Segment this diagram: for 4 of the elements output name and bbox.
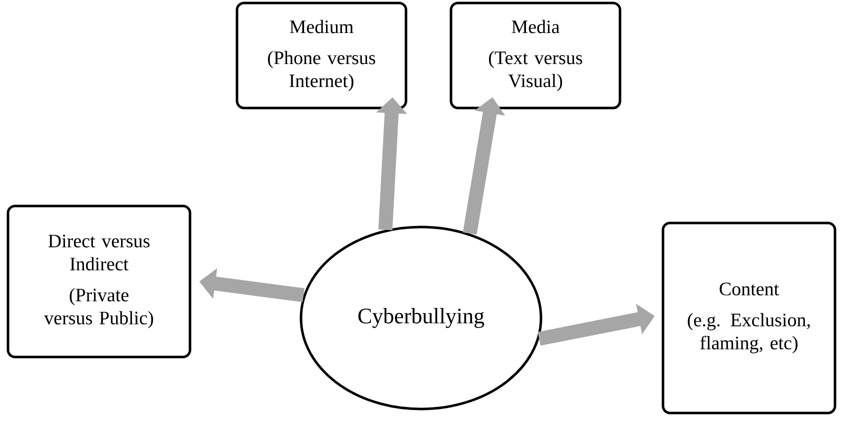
concept-box: Direct versus Indirect (Private versus Public) [6,204,192,358]
concept-box: Content (e.g. Exclusion, flaming, etc) [662,222,836,414]
concept-box: Media (Text versus Visual) [450,2,622,110]
concept-box: Medium (Phone versus Internet) [236,2,408,110]
